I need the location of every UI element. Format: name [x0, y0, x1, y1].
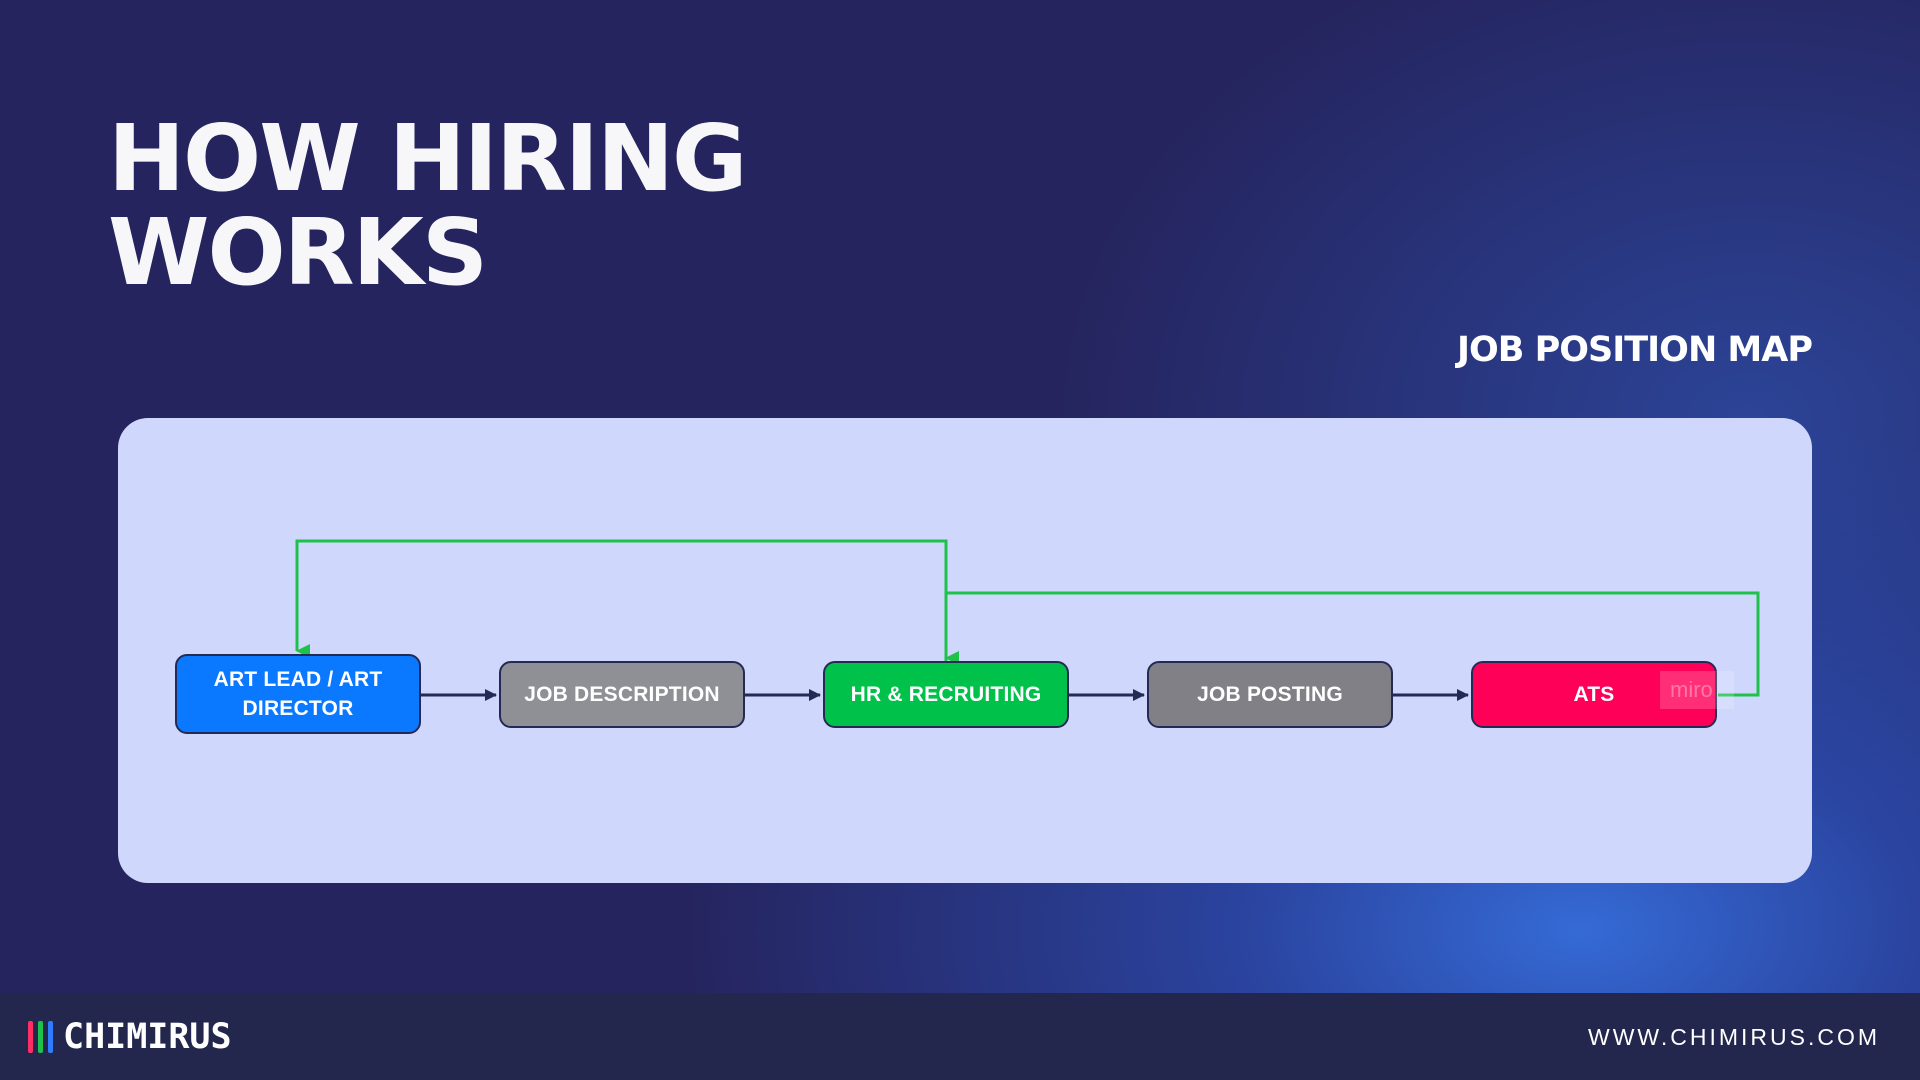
brand-logo[interactable]: CHIMIRUS — [28, 1019, 232, 1055]
node-label: JOB POSTING — [1197, 683, 1343, 706]
brand-name: CHIMIRUS — [63, 1017, 232, 1057]
miro-watermark: miro — [1660, 671, 1734, 709]
diagram-panel: ART LEAD / ART DIRECTOR JOB DESCRIPTION … — [118, 418, 1812, 883]
page-title: HOW HIRING WORKS — [108, 105, 748, 306]
website-link[interactable]: WWW.CHIMIRUS.COM — [1587, 1024, 1880, 1050]
diagram-connectors — [295, 539, 1760, 701]
node-label: HR & RECRUITING — [850, 683, 1042, 706]
node-ats: ATS — [1471, 661, 1717, 728]
edge-ats-to-hr-recruiting — [944, 591, 1760, 697]
footer-bar: CHIMIRUS WWW.CHIMIRUS.COM — [0, 993, 1920, 1080]
node-label: JOB DESCRIPTION — [524, 683, 720, 706]
node-label: ART LEAD / ART DIRECTOR — [213, 668, 383, 720]
brand-bars-icon — [28, 1021, 53, 1053]
node-job-description: JOB DESCRIPTION — [499, 661, 745, 728]
diagram-subtitle: JOB POSITION MAP — [1457, 330, 1813, 370]
node-art-lead-art-director: ART LEAD / ART DIRECTOR — [175, 654, 421, 734]
node-job-posting: JOB POSTING — [1147, 661, 1393, 728]
title-line-2: WORKS — [108, 199, 488, 306]
node-label: ATS — [1573, 683, 1615, 706]
node-hr-recruiting: HR & RECRUITING — [823, 661, 1069, 728]
edge-hr-recruiting-to-art-lead — [295, 539, 948, 662]
title-line-1: HOW HIRING — [108, 105, 748, 212]
